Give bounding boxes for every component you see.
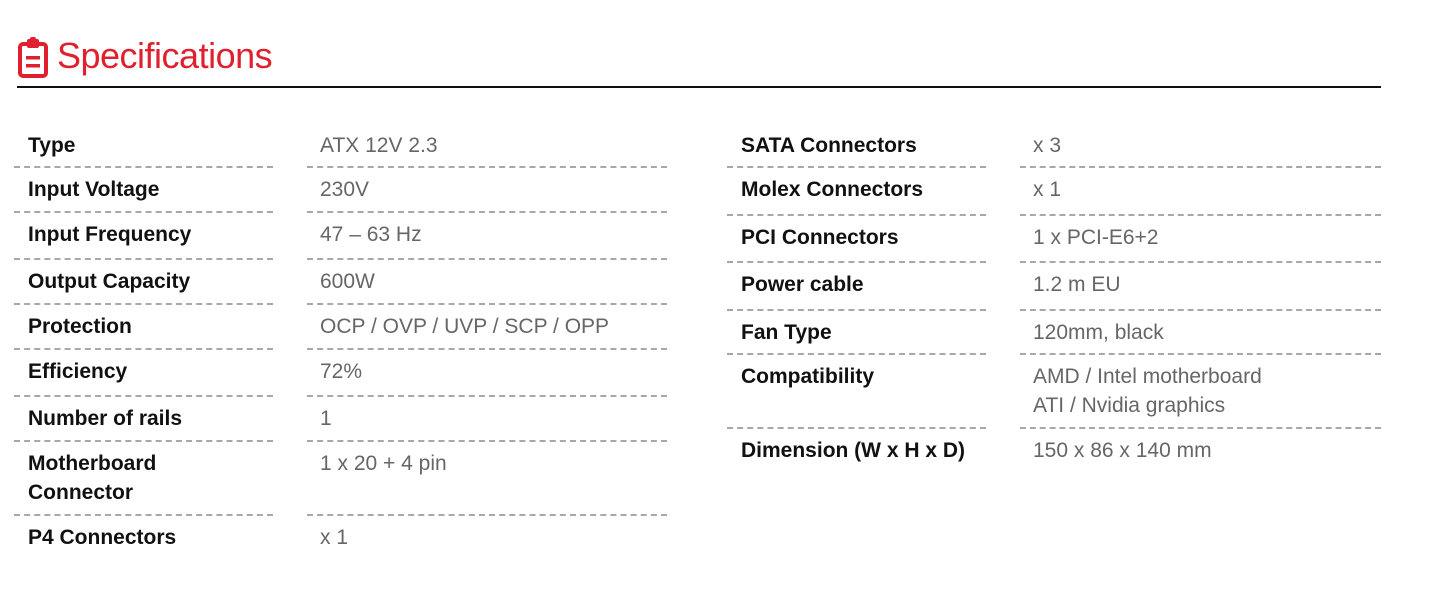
spec-value: 1 x 20 + 4 pin [320, 452, 447, 475]
spec-label: Dimension (W x H x D) [741, 439, 966, 462]
spec-label: SATA Connectors [741, 134, 917, 157]
spec-row-compatibility: Compatibility AMD / Intel motherboard AT… [727, 355, 1381, 429]
spec-table-left: Type ATX 12V 2.3 Input Voltage 230V Inpu… [14, 124, 667, 560]
row-divider [307, 514, 667, 516]
spec-label: Power cable [741, 273, 864, 296]
spec-value: 230V [320, 178, 370, 201]
spec-value: 120mm, black [1033, 321, 1164, 344]
spec-label: Molex Connectors [741, 178, 924, 201]
spec-row-output-capacity: Output Capacity 600W [14, 260, 667, 305]
spec-label: PCI Connectors [741, 226, 899, 249]
spec-label: Output Capacity [28, 270, 191, 293]
section-header: Specifications [17, 34, 273, 78]
spec-value: 150 x 86 x 140 mm [1033, 439, 1212, 462]
row-divider [307, 440, 667, 442]
row-divider [14, 440, 273, 442]
spec-row-power-cable: Power cable 1.2 m EU [727, 263, 1381, 311]
spec-label: Fan Type [741, 321, 832, 344]
row-divider [307, 395, 667, 397]
row-divider [1020, 214, 1381, 216]
spec-label: P4 Connectors [28, 526, 177, 549]
row-divider [1020, 261, 1381, 263]
spec-row-sata-connectors: SATA Connectors x 3 [727, 124, 1381, 168]
spec-value: 1.2 m EU [1033, 273, 1121, 296]
spec-value: x 1 [1033, 178, 1062, 201]
row-divider [727, 166, 986, 168]
row-divider [1020, 353, 1381, 355]
row-divider [1020, 427, 1381, 429]
spec-row-input-voltage: Input Voltage 230V [14, 168, 667, 213]
row-divider [14, 348, 273, 350]
row-divider [14, 514, 273, 516]
row-divider [727, 214, 986, 216]
row-divider [307, 258, 667, 260]
spec-value: 1 [320, 407, 332, 430]
row-divider [727, 309, 986, 311]
row-divider [727, 427, 986, 429]
row-divider [14, 303, 273, 305]
row-divider [307, 166, 667, 168]
spec-row-molex-connectors: Molex Connectors x 1 [727, 168, 1381, 216]
clipboard-icon [17, 36, 49, 78]
spec-value: 72% [320, 360, 363, 383]
spec-label: Input Frequency [28, 223, 192, 246]
spec-row-protection: Protection OCP / OVP / UVP / SCP / OPP [14, 305, 667, 350]
page-title: Specifications [57, 35, 273, 76]
spec-label: Input Voltage [28, 178, 160, 201]
spec-value: 600W [320, 270, 375, 293]
row-divider [307, 211, 667, 213]
spec-value: x 3 [1033, 134, 1062, 157]
spec-value: ATX 12V 2.3 [320, 134, 438, 157]
row-divider [727, 353, 986, 355]
spec-value: OCP / OVP / UVP / SCP / OPP [320, 315, 610, 338]
row-divider [14, 166, 273, 168]
spec-value: 47 – 63 Hz [320, 223, 422, 246]
spec-row-p4-connectors: P4 Connectors x 1 [14, 516, 609, 560]
row-divider [14, 211, 273, 213]
spec-value: x 1 [320, 526, 349, 549]
spec-label: Type [28, 134, 76, 157]
row-divider [1020, 166, 1381, 168]
row-divider [727, 261, 986, 263]
row-divider [307, 303, 667, 305]
spec-row-dimension: Dimension (W x H x D) 150 x 86 x 140 mm [727, 429, 1262, 473]
spec-table-right: SATA Connectors x 3 Molex Connectors x 1… [727, 124, 1381, 473]
row-divider [1020, 309, 1381, 311]
spec-value: AMD / Intel motherboard ATI / Nvidia gra… [1033, 365, 1262, 417]
spec-row-input-frequency: Input Frequency 47 – 63 Hz [14, 213, 667, 260]
spec-row-fan-type: Fan Type 120mm, black [727, 311, 1381, 355]
row-divider [307, 348, 667, 350]
spec-row-pci-connectors: PCI Connectors 1 x PCI-E6+2 [727, 216, 1381, 263]
spec-row-efficiency: Efficiency 72% [14, 350, 667, 397]
spec-row-motherboard-connector: Motherboard Connector 1 x 20 + 4 pin [14, 442, 667, 516]
row-divider [14, 395, 273, 397]
spec-label: Motherboard Connector [28, 452, 157, 504]
spec-row-type: Type ATX 12V 2.3 [14, 124, 667, 168]
spec-value: 1 x PCI-E6+2 [1033, 226, 1159, 249]
row-divider [14, 258, 273, 260]
spec-label: Compatibility [741, 365, 875, 388]
spec-row-number-of-rails: Number of rails 1 [14, 397, 667, 442]
header-divider [17, 86, 1381, 88]
spec-label: Number of rails [28, 407, 183, 430]
spec-label: Efficiency [28, 360, 128, 383]
spec-label: Protection [28, 315, 132, 338]
